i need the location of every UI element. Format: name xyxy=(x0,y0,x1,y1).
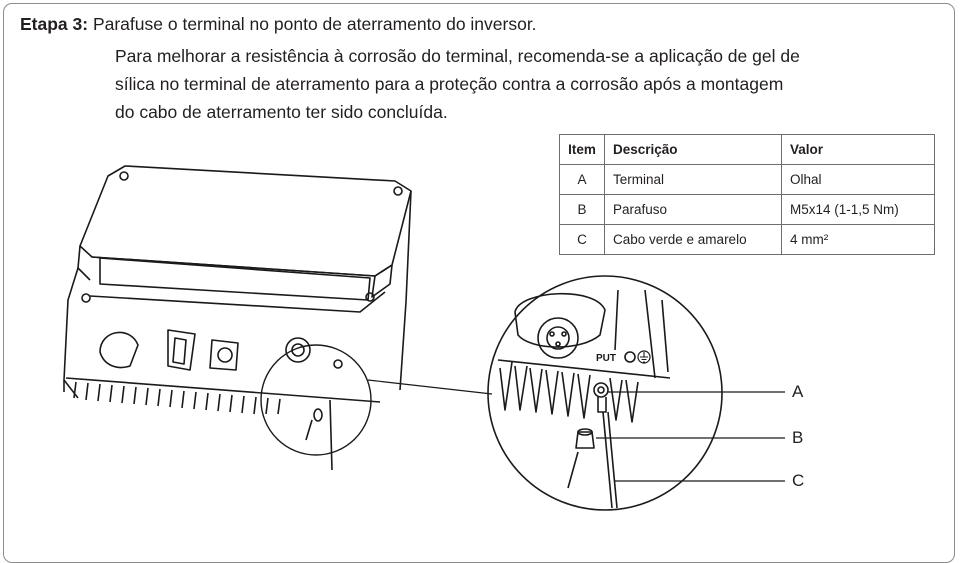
paragraph-line: sílica no terminal de aterramento para a… xyxy=(115,74,784,94)
cell-value: M5x14 (1-1,5 Nm) xyxy=(781,194,935,225)
step-heading: Etapa 3: Parafuse o terminal no ponto de… xyxy=(20,12,537,36)
callout-b: B xyxy=(792,428,804,447)
ground-symbol-icon xyxy=(637,350,651,364)
header-value: Valor xyxy=(781,134,935,165)
table-row: B Parafuso M5x14 (1-1,5 Nm) xyxy=(559,194,935,225)
table-row: A Terminal Olhal xyxy=(559,164,935,195)
step-paragraph: Para melhorar a resistência à corrosão d… xyxy=(115,42,945,126)
paragraph-line: Para melhorar a resistência à corrosão d… xyxy=(115,46,800,66)
paragraph-line: do cabo de aterramento ter sido concluíd… xyxy=(115,102,448,122)
cell-description: Terminal xyxy=(604,164,782,195)
table-row: C Cabo verde e amarelo 4 mm² xyxy=(559,224,935,255)
cell-description: Parafuso xyxy=(604,194,782,225)
inverter-illustration: PUT xyxy=(63,165,785,511)
table-header-row: Item Descrição Valor xyxy=(559,134,935,165)
cell-item: C xyxy=(559,224,605,255)
cell-description: Cabo verde e amarelo xyxy=(604,224,782,255)
step-label: Etapa 3: xyxy=(20,14,89,34)
port-label: PUT xyxy=(596,353,616,364)
spec-table: Item Descrição Valor A Terminal Olhal B … xyxy=(559,134,935,255)
cell-item: A xyxy=(559,164,605,195)
callout-c: C xyxy=(792,471,805,490)
cell-value: 4 mm² xyxy=(781,224,935,255)
step-text: Parafuse o terminal no ponto de aterrame… xyxy=(92,14,537,34)
callout-a: A xyxy=(792,382,804,401)
